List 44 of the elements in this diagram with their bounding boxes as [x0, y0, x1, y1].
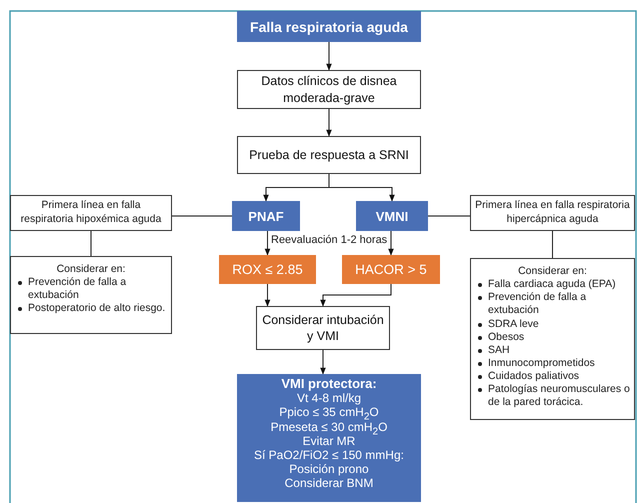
list-heading: Considerar en:	[56, 263, 126, 276]
arrow	[264, 230, 270, 256]
note-box: Primera línea en falla respiratoria hipercápnica aguda	[470, 195, 635, 231]
list-item: Cuidados paliativos	[474, 370, 631, 384]
arrow	[388, 230, 394, 256]
box-text: Vt 4-8 ml/kg	[296, 391, 362, 406]
box-text: Evitar MR	[302, 434, 356, 448]
process-box: Prueba de respuesta a SRNI	[237, 136, 421, 174]
criterion-box: HACOR > 5	[342, 255, 440, 284]
protocol-box	[237, 374, 421, 502]
arrow	[320, 284, 392, 307]
box-text: Posición prono	[289, 462, 369, 476]
process-box: Considerar intubación y VMI	[256, 306, 390, 350]
list-item: Obesos	[474, 330, 631, 344]
list-box	[10, 256, 172, 334]
list-item: Prevención de falla a extubación	[14, 276, 168, 302]
list-item: SDRA leve	[474, 318, 631, 331]
box-text: Considerar BNM	[284, 476, 374, 490]
box-text: Pmeseta ≤ 30 cmH$_{2}$O	[270, 420, 388, 434]
arrow	[264, 284, 270, 307]
connector-line	[552, 230, 553, 258]
list-item: Postoperatorio de alto riesgo.	[14, 302, 168, 316]
arrow	[320, 350, 326, 375]
title-box: Falla respiratoria aguda	[237, 11, 421, 42]
option-box: VMNI	[356, 201, 428, 231]
box-text: Ppico ≤ 35 cmH$_{2}$O	[279, 405, 379, 420]
option-box: PNAF	[232, 201, 300, 231]
note-text: Reevaluación 1-2 horas	[270, 234, 388, 246]
list-item: SAH	[474, 344, 631, 357]
arrow	[326, 42, 332, 71]
arrow	[326, 108, 332, 137]
criterion-box: ROX ≤ 2.85	[219, 255, 316, 284]
list-item: Prevención de falla a extubación	[474, 291, 631, 318]
arrow	[328, 174, 395, 202]
connector-line	[90, 230, 92, 256]
list-box	[470, 258, 635, 420]
box-text: Sí PaO2/FiO2 ≤ 150 mmHg:	[254, 448, 404, 462]
list-item: Inmunocomprometidos	[474, 356, 631, 370]
list-item: Falla cardiaca aguda (EPA)	[474, 278, 631, 292]
list-item: Patologías neuromusculares o de la pared torácica.	[474, 383, 631, 410]
list-heading: Considerar en:	[517, 265, 588, 278]
note-box: Primera línea en falla respiratoria hipoxémica aguda	[10, 195, 172, 231]
process-box: Datos clínicos de disnea moderada-grave	[237, 70, 421, 109]
box-heading: VMI protectora:	[281, 376, 377, 392]
